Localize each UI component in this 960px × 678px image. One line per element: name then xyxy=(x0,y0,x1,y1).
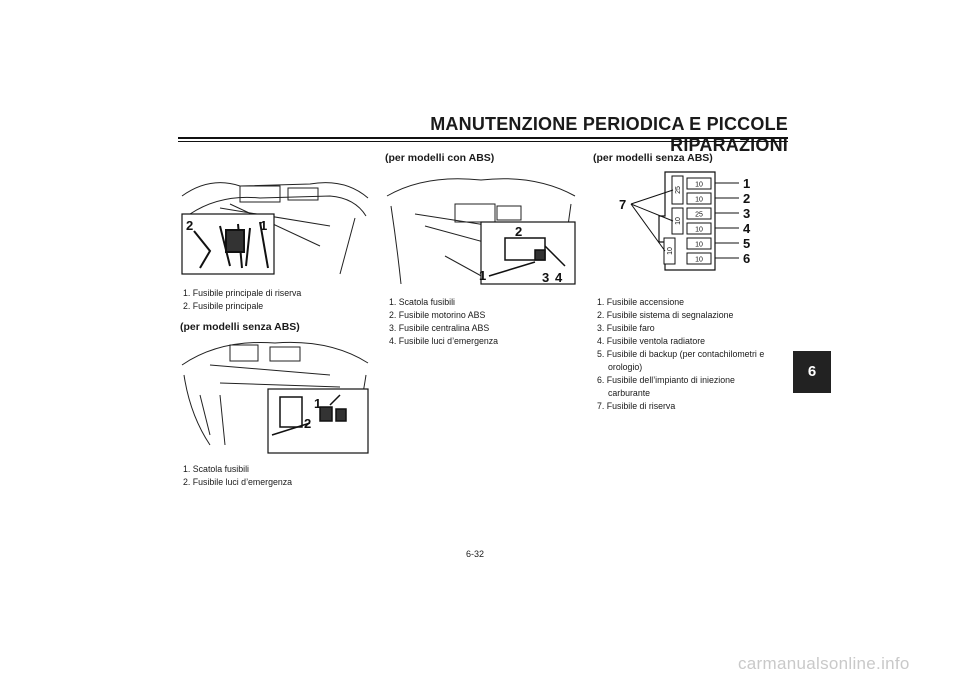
fig4-callout-2: 2 xyxy=(743,191,750,206)
watermark[interactable]: carmanualsonline.info xyxy=(738,654,910,673)
fuse-rating: 10 xyxy=(695,197,703,204)
fig1-callout-2: 2 xyxy=(186,218,193,233)
legend-item: 3. Fusibile centralina ABS xyxy=(389,323,490,333)
figure3-legend: 1. Scatola fusibili 2. Fusibile motorino… xyxy=(389,296,498,348)
header-rule-thin xyxy=(178,141,788,142)
spare-fuse-rating: 25 xyxy=(675,186,682,194)
fig4-callout-3: 3 xyxy=(743,206,750,221)
chapter-tab[interactable]: 6 xyxy=(793,351,831,393)
header-rule xyxy=(178,137,788,139)
page-title: MANUTENZIONE PERIODICA E PICCOLE RIPARAZ… xyxy=(430,114,788,155)
fig3-callout-2: 2 xyxy=(515,224,522,239)
legend-item: 1. Scatola fusibili xyxy=(389,297,456,307)
fuse-rating: 10 xyxy=(695,242,703,249)
fig3-callout-3: 3 xyxy=(542,270,549,285)
fig4-callout-6: 6 xyxy=(743,251,750,266)
fig4-callout-1: 1 xyxy=(743,176,750,191)
legend-item: 1. Fusibile accensione xyxy=(597,297,685,307)
figure-fuse-box-photo: 1 2 xyxy=(180,335,370,455)
fig3-callout-1: 1 xyxy=(479,268,486,283)
figure4-legend: 1. Fusibile accensione 2. Fusibile siste… xyxy=(597,296,764,413)
legend-item-continued: orologio) xyxy=(608,362,643,372)
fuse-rating: 25 xyxy=(695,212,703,219)
legend-item: 4. Fusibile luci d’emergenza xyxy=(389,336,499,346)
figure3-heading: (per modelli con ABS) xyxy=(385,152,495,164)
figure-fuse-diagram: 10 10 25 10 10 10 25 10 10 1 2 3 4 5 6 7 xyxy=(615,166,760,278)
spare-fuse-rating: 10 xyxy=(675,217,682,225)
page-number: 6-32 xyxy=(466,549,485,559)
legend-item: 2. Fusibile principale xyxy=(183,301,264,311)
figure2-legend: 1. Scatola fusibili 2. Fusibile luci d’e… xyxy=(183,463,292,489)
figure-main-fuse-photo: 2 1 xyxy=(180,156,370,276)
figure-abs-fuse-photo: 2 1 3 4 xyxy=(385,166,577,286)
figure4-heading: (per modelli senza ABS) xyxy=(593,152,713,164)
legend-item: 2. Fusibile motorino ABS xyxy=(389,310,486,320)
figure2-heading: (per modelli senza ABS) xyxy=(180,321,300,333)
fig4-callout-5: 5 xyxy=(743,236,750,251)
spare-fuse-rating: 10 xyxy=(667,247,674,255)
fig4-callout-4: 4 xyxy=(743,221,751,236)
fig1-callout-1: 1 xyxy=(260,218,267,233)
fig4-callout-7: 7 xyxy=(619,197,626,212)
legend-item: 2. Fusibile luci d’emergenza xyxy=(183,477,293,487)
legend-item: 2. Fusibile sistema di segnalazione xyxy=(597,310,734,320)
figure1-legend: 1. Fusibile principale di riserva 2. Fus… xyxy=(183,287,301,313)
fig2-callout-1: 1 xyxy=(314,396,321,411)
legend-item: 1. Scatola fusibili xyxy=(183,464,250,474)
fuse-rating: 10 xyxy=(695,227,703,234)
legend-item: 7. Fusibile di riserva xyxy=(597,401,676,411)
legend-item: 3. Fusibile faro xyxy=(597,323,655,333)
fuse-rating: 10 xyxy=(695,257,703,264)
legend-item: 6. Fusibile dell’impianto di iniezione xyxy=(597,375,735,385)
legend-item-continued: carburante xyxy=(608,388,651,398)
fig3-callout-4: 4 xyxy=(555,270,563,285)
legend-item: 5. Fusibile di backup (per contachilomet… xyxy=(597,349,765,359)
legend-item: 1. Fusibile principale di riserva xyxy=(183,288,302,298)
fig2-callout-2: 2 xyxy=(304,416,311,431)
fuse-rating: 10 xyxy=(695,182,703,189)
legend-item: 4. Fusibile ventola radiatore xyxy=(597,336,706,346)
